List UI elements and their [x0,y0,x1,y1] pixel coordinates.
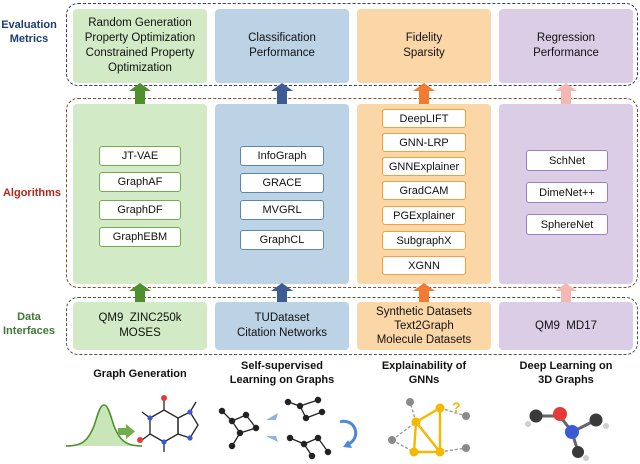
gen-eval-line: Property Optimization [84,32,196,44]
algo-schnet: SchNet [526,150,608,171]
xai-data-box [357,302,491,350]
evaluation-label-line-1: Evaluation [1,19,57,31]
title-self-supervised: Self-supervised Learning on Graphs [215,359,349,387]
xai-data-line: Text2Graph [394,320,454,332]
molecule-atoms [137,395,193,445]
3d-data-line: QM9 MD17 [535,319,597,332]
ssl-data-text: TUDataset Citation Networks [215,302,349,350]
graph-right-bottom-icon [286,434,332,460]
algo-subgraphx: SubgraphX [382,231,466,250]
xai-data-line: Synthetic Datasets [376,306,472,318]
title-line: Deep Learning on [519,360,613,372]
3d-molecule-icon [525,407,609,461]
title-graph-generation: Graph Generation [73,367,207,381]
algorithms-label-text: Algorithms [2,187,62,199]
gaussian-curve-icon [65,404,143,447]
evaluation-label-line-2: Metrics [9,33,49,45]
title-line: Learning on Graphs [229,374,335,386]
gen-eval-line: Optimization [108,62,172,74]
algo-graphcl: GraphCL [240,230,324,250]
algo-gnnexplainer: GNNExplainer [382,157,466,176]
algo-gradcam: GradCAM [382,181,466,200]
gen-eval-line: Constrained Property [85,47,195,59]
ssl-data-line: Citation Networks [236,327,328,339]
gen-data-box [73,302,207,350]
algorithms-label: Algorithms [0,186,64,200]
algo-deeplift: DeepLIFT [382,109,466,128]
algo-infograph: InfoGraph [240,146,324,166]
xai-eval-line: Sparsity [403,47,445,59]
gen-eval-line: Random Generation [88,17,192,29]
gen-algo-box [73,104,207,284]
augment-arrows-icon [266,413,278,442]
graph-right-top-icon [284,396,326,422]
title-line: Explainability of [381,360,467,372]
3d-data-box [499,302,633,350]
evaluation-metrics-label: Evaluation Metrics [0,18,58,46]
algo-spherenet: SphereNet [526,214,608,235]
cycle-arrow-icon [339,419,358,448]
algo-mvgrl: MVGRL [240,200,324,220]
arrow-right-icon [118,424,135,439]
ssl-eval-box [215,9,349,83]
title-line: 3D Graphs [538,374,594,386]
ssl-eval-line: Classification [248,32,316,44]
algo-xgnn: XGNN [382,256,466,275]
data-label-line-2: Interfaces [3,325,55,337]
3d-data-text: QM9 MD17 [499,302,633,350]
3d-eval-line: Performance [533,47,599,59]
3d-eval-box [499,9,633,83]
ssl-algo-box [215,104,349,284]
data-label-line-1: Data [17,311,41,323]
title-3d-graphs: Deep Learning on 3D Graphs [499,359,633,387]
data-interfaces-lane [66,297,638,355]
algorithms-lane [66,98,638,288]
explain-graph-icon: ? [388,398,470,457]
title-line: Self-supervised [241,360,323,372]
algo-dimenet: DimeNet++ [526,182,608,203]
title-line: Graph Generation [93,368,187,380]
xai-data-text: Synthetic Datasets Text2Graph Molecule D… [357,302,491,350]
evaluation-lane [66,3,638,86]
xai-eval-text: Fidelity Sparsity [357,9,491,83]
ssl-data-line: TUDataset [254,312,310,324]
xai-eval-box [357,9,491,83]
algo-graphebm: GraphEBM [99,227,181,247]
algo-graphaf: GraphAF [99,172,181,192]
title-line: GNNs [408,374,440,386]
gen-eval-box [73,9,207,83]
algo-jt-vae: JT-VAE [99,146,181,166]
gen-data-line: QM9 ZINC250k [98,312,182,324]
gen-data-line: MOSES [119,327,161,339]
ssl-eval-line: Performance [249,47,315,59]
algo-graphdf: GraphDF [99,200,181,220]
molecule-icon [141,400,199,452]
ssl-eval-text: Classification Performance [215,9,349,83]
xai-data-line: Molecule Datasets [376,334,472,346]
gen-eval-text: Random Generation Property Optimization … [73,9,207,83]
algo-pgexplainer: PGExplainer [382,206,466,225]
graph-left-icon [218,407,260,450]
data-interfaces-label: Data Interfaces [0,310,58,338]
algo-gnn-lrp: GNN-LRP [382,133,466,152]
algo-grace: GRACE [240,173,324,193]
xai-eval-line: Fidelity [405,32,443,44]
3d-eval-text: Regression Performance [499,9,633,83]
title-explainability: Explainability of GNNs [357,359,491,387]
3d-eval-line: Regression [536,32,596,44]
ssl-data-box [215,302,349,350]
gen-data-text: QM9 ZINC250k MOSES [73,302,207,350]
question-mark: ? [452,399,461,415]
